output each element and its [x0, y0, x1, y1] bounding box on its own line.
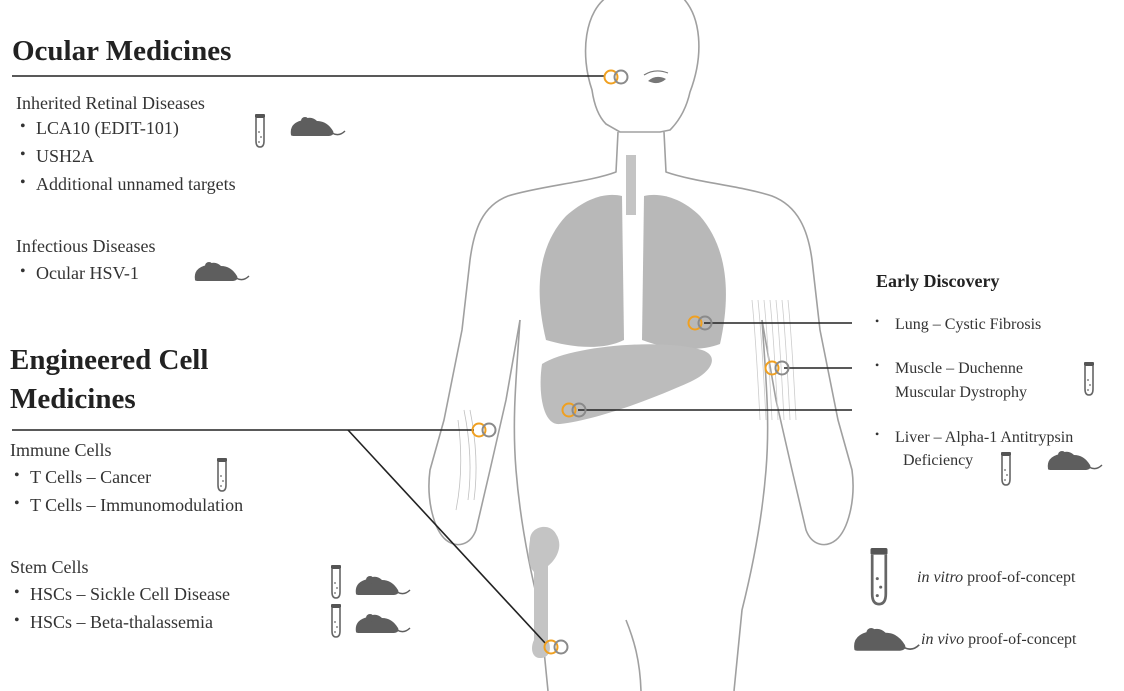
- test-tube-icon: [1084, 362, 1094, 395]
- list-item: HSCs – Sickle Cell Disease: [30, 584, 230, 606]
- femur-bone: [529, 527, 560, 658]
- engineered-cell-heading-line1: Engineered Cell: [10, 343, 208, 378]
- list-item: Muscle – Duchenne: [895, 359, 1023, 378]
- muscle-texture: [752, 300, 796, 420]
- legend-in-vitro-text: proof-of-concept: [963, 569, 1075, 586]
- list-item-continuation: Deficiency: [903, 451, 973, 470]
- inherited-retinal-heading: Inherited Retinal Diseases: [16, 93, 205, 115]
- mouse-icon: [1048, 451, 1102, 470]
- mouse-icon: [854, 628, 919, 651]
- list-item: T Cells – Immunomodulation: [30, 495, 243, 517]
- test-tube-icon: [217, 458, 227, 491]
- left-lung: [540, 195, 624, 347]
- list-item: LCA10 (EDIT-101): [36, 118, 179, 140]
- list-item: HSCs – Beta-thalassemia: [30, 612, 213, 634]
- mouse-icon: [291, 117, 345, 136]
- test-tube-icon: [871, 548, 888, 604]
- immune-cells-heading: Immune Cells: [10, 440, 112, 462]
- legend-in-vitro: in vitro proof-of-concept: [917, 568, 1075, 587]
- infectious-diseases-heading: Infectious Diseases: [16, 236, 155, 258]
- trachea: [626, 155, 636, 215]
- test-tube-icon: [331, 604, 341, 637]
- engineered-cell-heading-line2: Medicines: [10, 382, 136, 417]
- list-item: Lung – Cystic Fibrosis: [895, 315, 1041, 334]
- test-tube-icon: [331, 565, 341, 598]
- legend-in-vitro-italic: in vitro: [917, 569, 963, 586]
- stem-cells-heading: Stem Cells: [10, 557, 89, 579]
- eye-icon: [644, 71, 668, 83]
- list-item: Ocular HSV-1: [36, 263, 139, 285]
- legend-in-vivo: in vivo proof-of-concept: [921, 630, 1076, 649]
- list-item: USH2A: [36, 146, 94, 168]
- list-item-continuation: Muscular Dystrophy: [895, 383, 1027, 402]
- list-item: Liver – Alpha-1 Antitrypsin: [895, 428, 1073, 447]
- list-item: Additional unnamed targets: [36, 174, 236, 196]
- mouse-icon: [195, 262, 249, 281]
- legend-in-vivo-text: proof-of-concept: [964, 631, 1076, 648]
- test-tube-icon: [255, 114, 265, 147]
- liver: [541, 344, 712, 424]
- test-tube-icon: [1001, 452, 1011, 485]
- right-lung: [642, 195, 726, 349]
- early-discovery-heading: Early Discovery: [876, 271, 999, 293]
- arm-fibers: [456, 410, 476, 510]
- mouse-icon: [356, 576, 410, 595]
- gene-editing-rings-icon: [473, 424, 496, 437]
- gene-editing-rings-icon: [605, 71, 628, 84]
- legend-in-vivo-italic: in vivo: [921, 631, 964, 648]
- mouse-icon: [356, 614, 410, 633]
- ocular-medicines-heading: Ocular Medicines: [12, 34, 231, 69]
- list-item: T Cells – Cancer: [30, 467, 151, 489]
